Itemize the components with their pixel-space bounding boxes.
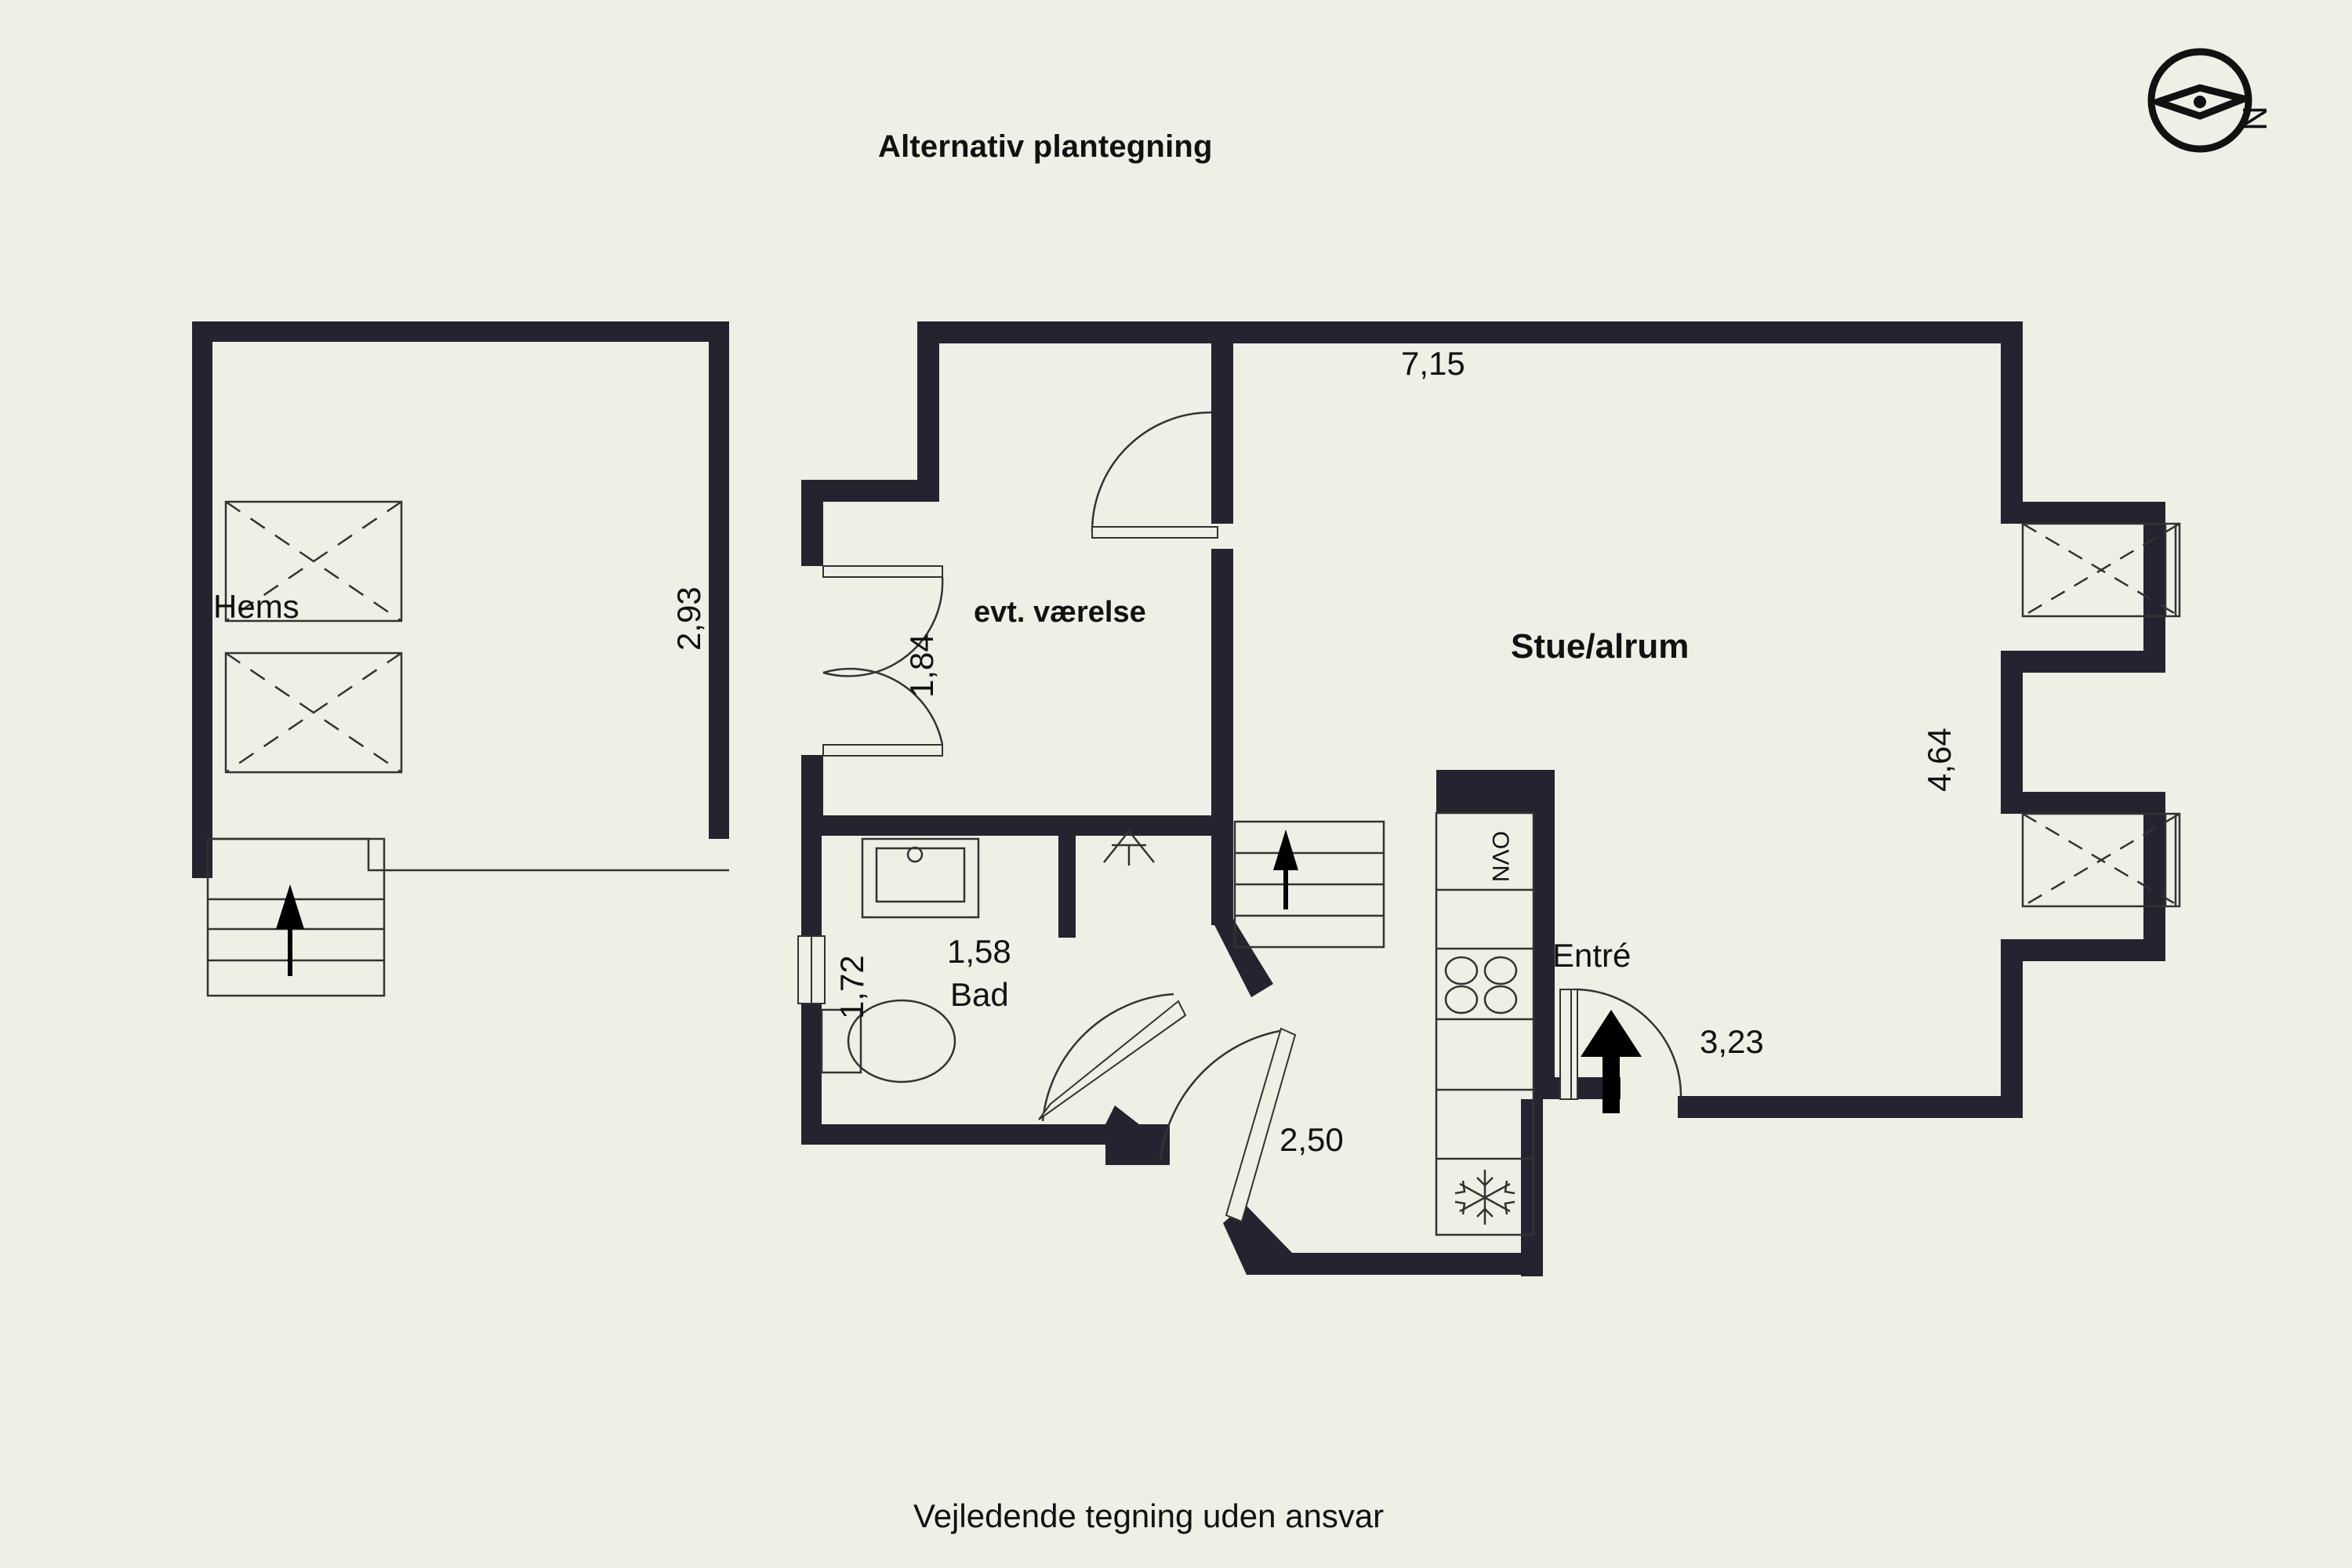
stovetop-icon xyxy=(1444,956,1518,1014)
door-vaerelse-to-stue xyxy=(1091,411,1218,539)
washbasin-triangle-icon xyxy=(1103,829,1155,866)
dimension-bad-width: 1,58 xyxy=(947,933,1011,970)
room-label-stue-alrum: Stue/alrum xyxy=(1511,627,1690,666)
room-label-bad: Bad xyxy=(950,976,1009,1013)
hems-skylight-lower xyxy=(224,652,403,774)
inner-staircase xyxy=(1233,820,1385,949)
entrance-arrow xyxy=(1581,1010,1642,1113)
double-door-vaerelse xyxy=(822,565,944,757)
bay-window-upper xyxy=(2021,522,2181,618)
kitchen-unit xyxy=(1435,811,1535,1236)
dimension-door-lower: 2,50 xyxy=(1279,1121,1344,1158)
inner-stair-up-arrow xyxy=(1273,829,1298,909)
sink-icon xyxy=(861,837,980,919)
apartment-walls xyxy=(801,321,2165,1276)
footer-note: Vejledende tegning uden ansvar xyxy=(913,1497,1385,1534)
door-entre xyxy=(1559,988,1682,1100)
bad-window xyxy=(797,935,826,1004)
freezer-snowflake-icon xyxy=(1454,1170,1515,1225)
hems-walls xyxy=(192,321,729,878)
hems-skylight-upper xyxy=(224,500,403,622)
door-bad xyxy=(1038,993,1187,1122)
door-lower-2-50 xyxy=(1159,1027,1297,1223)
room-label-entre: Entré xyxy=(1552,937,1632,974)
bay-window-lower xyxy=(2021,812,2181,908)
room-label-evt-vaerelse: evt. værelse xyxy=(974,596,1146,629)
dimension-entre-wall: 3,23 xyxy=(1700,1023,1764,1060)
hems-stair-up-arrow xyxy=(276,884,304,976)
dimension-top-wall: 7,15 xyxy=(1401,345,1465,382)
hems-staircase xyxy=(206,837,386,997)
toilet-icon xyxy=(820,999,956,1083)
page-title: Alternativ plantegning xyxy=(878,129,1213,164)
room-label-hems: Hems xyxy=(213,588,299,625)
